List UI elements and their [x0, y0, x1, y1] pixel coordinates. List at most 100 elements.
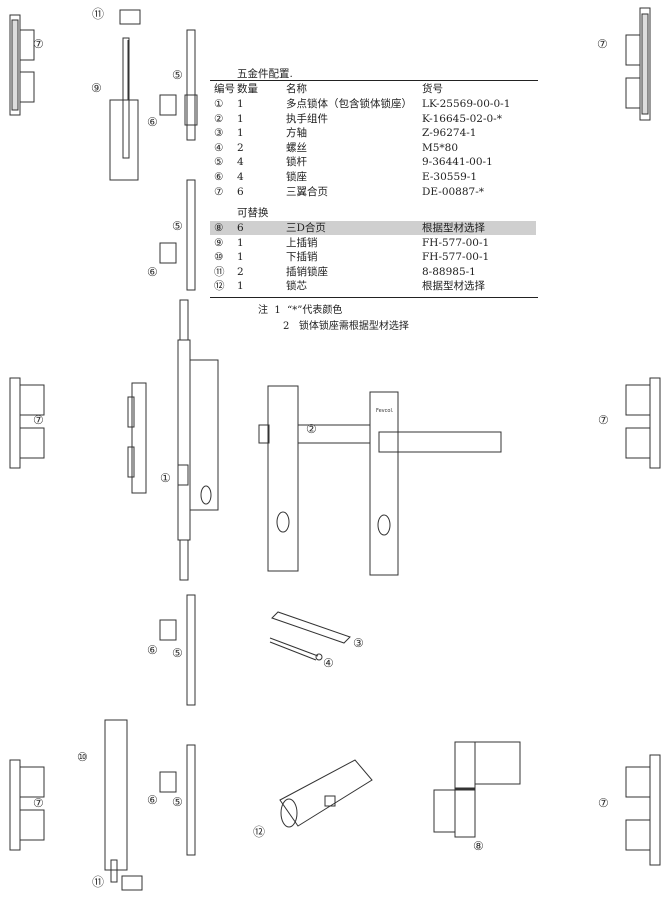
callout: ② [306, 422, 317, 436]
cell-qty: 1 [237, 112, 244, 125]
cell-code: 9-36441-00-1 [422, 156, 493, 169]
lower-shoot-bolt [104, 719, 128, 883]
cell-name: 插销锁座 [286, 265, 328, 278]
hinge-top-right [625, 7, 651, 121]
cell-name: 下插销 [286, 251, 318, 264]
cell-qty: 1 [237, 127, 244, 140]
table-header: 编号 数量 名称 货号 [210, 82, 536, 96]
lock-rod-3 [186, 594, 196, 706]
cell-code: 根据型材选择 [422, 222, 485, 234]
lock-keeper-1 [159, 94, 177, 116]
multipoint-lock-body [177, 299, 219, 581]
cell-no: ⑩ [214, 251, 224, 264]
cell-code: FH-577-00-1 [422, 236, 490, 249]
cell-name: 执手组件 [286, 112, 328, 125]
cell-code: LK-25569-00-0-1 [422, 98, 511, 110]
cell-name: 三D合页 [286, 222, 326, 234]
cell-name: 三翼合页 [286, 185, 328, 198]
cell-name: 多点锁体（包含锁体锁座） [286, 98, 412, 110]
note-1: 注 1 “*”代表颜色 [258, 305, 343, 316]
callout: ① [160, 471, 171, 485]
lock-keeper-2 [159, 242, 177, 264]
handle-front [369, 391, 502, 576]
spindle [271, 611, 351, 644]
callout: ⑥ [147, 643, 158, 657]
cell-no: ⑥ [214, 171, 224, 183]
brand-mark: Fevcol. [376, 408, 394, 414]
callout: ⑥ [147, 115, 158, 129]
callout: ⑨ [91, 81, 102, 95]
hinge-top-left [9, 14, 35, 116]
hinge-mid-left [9, 377, 45, 469]
cell-code: FH-577-00-1 [422, 251, 490, 264]
callout: ⑦ [33, 413, 44, 427]
cell-qty: 6 [237, 222, 244, 234]
3d-hinge [433, 741, 521, 838]
hinge-mid-right [625, 377, 661, 469]
cell-qty: 6 [237, 185, 244, 198]
cell-no: ④ [214, 141, 224, 154]
callout: ⑦ [33, 796, 44, 810]
cell-no: ① [214, 98, 224, 110]
callout: ⑦ [598, 796, 609, 810]
cell-name: 上插销 [286, 236, 318, 249]
callout: ⑦ [33, 37, 44, 51]
note-2: 2 锁体锁座需根据型材选择 [283, 321, 409, 332]
cell-no: ⑦ [214, 185, 224, 198]
callout: ⑤ [172, 219, 183, 233]
callout: ⑫ [253, 825, 266, 839]
cell-name: 锁座 [286, 171, 307, 183]
callout: ④ [323, 656, 334, 670]
callout: ⑤ [172, 795, 183, 809]
lock-cylinder [279, 759, 373, 828]
cell-code: Z-96274-1 [422, 127, 477, 140]
hinge-bottom-right [625, 754, 661, 866]
cell-code: K-16645-02-0-* [422, 112, 502, 125]
cell-code: E-30559-1 [422, 171, 478, 183]
table-row: ⑥ 4 锁座 E-30559-1 [210, 170, 536, 184]
callout: ⑩ [77, 750, 88, 764]
cell-name: 方轴 [286, 127, 307, 140]
callout: ⑤ [172, 68, 183, 82]
top-rule [210, 80, 538, 81]
lock-rod-1 [184, 29, 198, 141]
lock-rod-4 [186, 744, 196, 856]
cell-name: 锁芯 [286, 280, 307, 293]
cell-no: ⑤ [214, 156, 224, 169]
callout: ⑪ [92, 875, 105, 889]
lock-keeper-3 [159, 619, 177, 641]
callout: ⑧ [473, 839, 484, 853]
hinge-bottom-left [9, 759, 45, 851]
lock-keeper-4 [159, 771, 177, 793]
cell-qty: 1 [237, 236, 244, 249]
header-no: 编号 [214, 83, 235, 95]
cell-no: ⑪ [214, 265, 225, 278]
cell-qty: 2 [237, 141, 244, 154]
cell-qty: 1 [237, 251, 244, 264]
callout: ⑥ [147, 265, 158, 279]
cell-name: 锁杆 [286, 156, 307, 169]
alt-label: 可替换 [237, 207, 269, 219]
cell-no: ② [214, 112, 224, 125]
upper-shoot-bolt [109, 37, 139, 181]
cell-qty: 4 [237, 171, 244, 183]
bottom-rule [210, 297, 538, 298]
cell-qty: 1 [237, 280, 244, 293]
callout: ⑤ [172, 646, 183, 660]
callout: ⑦ [597, 37, 608, 51]
header-qty: 数量 [237, 83, 258, 95]
table-title: 五金件配置. [237, 68, 293, 80]
cell-code: M5*80 [422, 141, 459, 154]
callout: ③ [353, 636, 364, 650]
